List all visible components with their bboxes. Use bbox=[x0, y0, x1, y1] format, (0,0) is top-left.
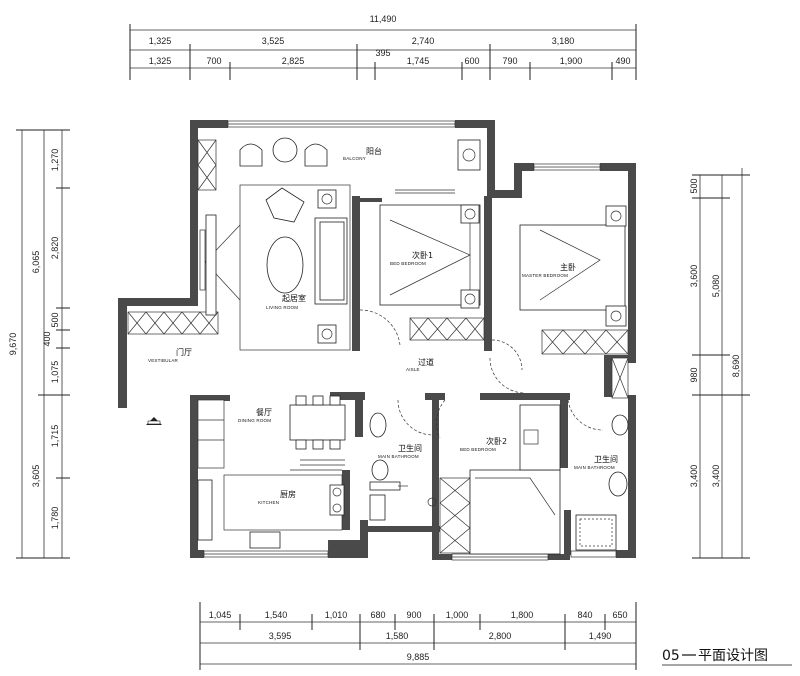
room-dining-cn: 餐厅 bbox=[256, 408, 272, 417]
dim-right-c1-1: 3,600 bbox=[689, 265, 699, 288]
room-kitchen-en: KITCHEN bbox=[258, 500, 279, 505]
dim-bot-r1-2: 1,010 bbox=[325, 610, 348, 620]
room-bed1-cn: 次卧1 bbox=[412, 250, 433, 260]
room-bath1-cn: 卫生间 bbox=[398, 443, 422, 453]
plan-title-text: 平面设计图 bbox=[698, 648, 768, 664]
dim-bot-r1-1: 1,540 bbox=[265, 610, 288, 620]
dim-top-r2-3: 395 bbox=[375, 48, 390, 58]
dim-bot-r2-2: 2,800 bbox=[489, 631, 512, 641]
room-bed3-en: BED BEDROOM bbox=[460, 447, 496, 452]
dim-left-total: 9,670 bbox=[8, 333, 18, 356]
room-living-en: LIVING ROOM bbox=[266, 305, 298, 310]
dim-left-c2-0: 1,270 bbox=[50, 149, 60, 172]
room-aisle-cn: 过道 bbox=[418, 357, 434, 367]
dim-bot-r1-0: 1,045 bbox=[209, 610, 232, 620]
room-bath2-en: MAIN BATHROOM bbox=[574, 465, 615, 470]
dim-top-r2-0: 1,325 bbox=[149, 56, 172, 66]
room-kitchen-cn: 厨房 bbox=[280, 489, 296, 499]
dim-right-c1-3: 3,400 bbox=[689, 465, 699, 488]
dim-left-c2-5: 1,715 bbox=[50, 425, 60, 448]
room-dining-en: DINING ROOM bbox=[238, 418, 271, 423]
dim-left-c2-3: 400 bbox=[42, 331, 52, 346]
dim-bot-r1-7: 840 bbox=[577, 610, 592, 620]
dim-top-r2-7: 1,900 bbox=[560, 56, 583, 66]
dim-left-c2-1: 2,820 bbox=[50, 237, 60, 260]
dim-top-r1-3: 3,180 bbox=[552, 36, 575, 46]
room-vestibule-en: VESTIBULAR bbox=[148, 358, 179, 363]
furniture bbox=[197, 137, 629, 555]
dim-left-c2-6: 1,780 bbox=[50, 507, 60, 530]
dimension-texts: 11,490 1,325 3,525 2,740 3,180 1,325 700… bbox=[8, 14, 741, 662]
dim-top-r2-1: 700 bbox=[206, 56, 221, 66]
dim-bot-r2-0: 3,595 bbox=[269, 631, 292, 641]
dim-bot-r1-8: 650 bbox=[612, 610, 627, 620]
windows bbox=[199, 120, 617, 561]
dim-top-r1-0: 1,325 bbox=[149, 36, 172, 46]
room-master-en: MASTER BEDROOM bbox=[522, 273, 568, 278]
dim-bot-r2-1: 1,580 bbox=[386, 631, 409, 641]
dim-bot-r2-3: 1,490 bbox=[589, 631, 612, 641]
plan-title: 05 平面设计图 bbox=[662, 648, 792, 666]
plan-title-prefix: 05 bbox=[662, 648, 680, 664]
dim-bot-r1-4: 900 bbox=[406, 610, 421, 620]
cabinets bbox=[127, 139, 629, 554]
room-master-cn: 主卧 bbox=[560, 262, 576, 272]
dim-top-r1-2: 2,740 bbox=[412, 36, 435, 46]
entrance-marker bbox=[147, 420, 161, 425]
room-bed1-en: BED BEDROOM bbox=[390, 261, 426, 266]
dim-bot-total: 9,885 bbox=[407, 652, 430, 662]
dim-top-r2-6: 790 bbox=[502, 56, 517, 66]
room-balcony-en: BALCONY bbox=[343, 156, 366, 161]
dim-top-r2-8: 490 bbox=[615, 56, 630, 66]
dim-top-total: 11,490 bbox=[370, 14, 397, 24]
dim-left-c1-1: 3,605 bbox=[31, 465, 41, 488]
room-bath1-en: MAIN BATHROOM bbox=[378, 454, 419, 459]
dim-top-r2-2: 2,825 bbox=[282, 56, 305, 66]
room-living-cn: 起居室 bbox=[282, 293, 306, 303]
dim-right-c1-0: 500 bbox=[689, 178, 699, 193]
dim-right-c2-0: 5,080 bbox=[711, 275, 721, 298]
room-labels: 阳台 BALCONY 起居室 LIVING ROOM 次卧1 BED BEDRO… bbox=[148, 146, 618, 505]
room-aisle-en: AISLE bbox=[406, 367, 420, 372]
doors bbox=[290, 189, 604, 471]
dim-right-total: 8,690 bbox=[731, 355, 741, 378]
dim-left-c1-0: 6,065 bbox=[31, 251, 41, 274]
dim-bot-r1-6: 1,800 bbox=[511, 610, 534, 620]
dimension-lines bbox=[16, 24, 750, 670]
room-vestibule-cn: 门厅 bbox=[176, 347, 192, 357]
dim-top-r1-1: 3,525 bbox=[262, 36, 285, 46]
dim-bot-r1-5: 1,000 bbox=[446, 610, 469, 620]
dim-right-c1-2: 980 bbox=[689, 367, 699, 382]
dim-left-c2-2: 500 bbox=[50, 312, 60, 327]
dim-left-c2-4: 1,075 bbox=[50, 361, 60, 384]
dim-top-r2-5: 600 bbox=[464, 56, 479, 66]
room-bed3-cn: 次卧2 bbox=[486, 436, 507, 446]
room-balcony-cn: 阳台 bbox=[366, 146, 382, 156]
dim-bot-r1-3: 680 bbox=[370, 610, 385, 620]
dim-top-r2-4: 1,745 bbox=[407, 56, 430, 66]
dim-right-c2-1: 3,400 bbox=[711, 465, 721, 488]
walls bbox=[118, 120, 636, 560]
room-bath2-cn: 卫生间 bbox=[594, 454, 618, 464]
